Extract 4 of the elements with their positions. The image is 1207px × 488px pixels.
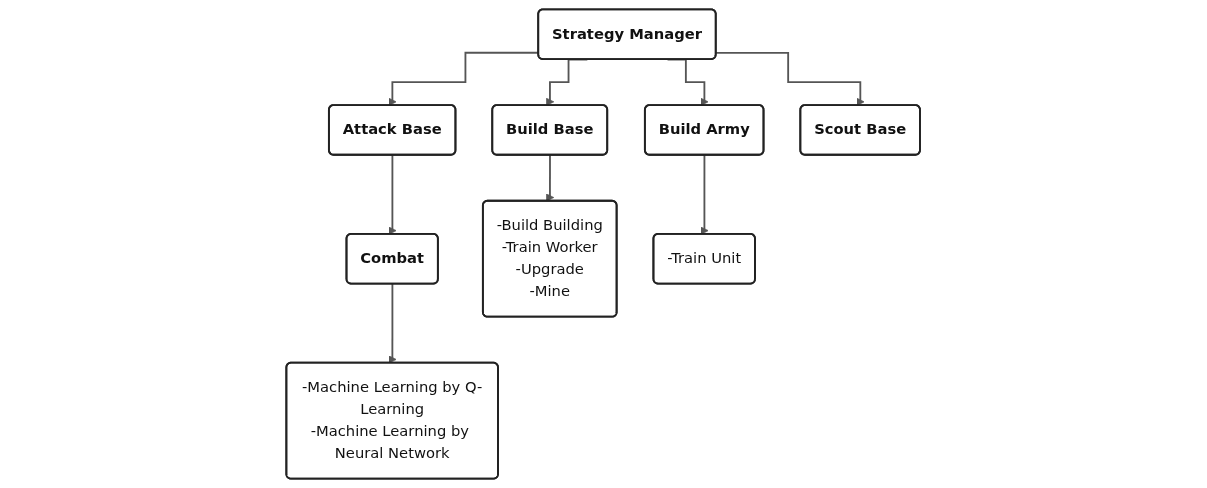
- arrow: [388, 283, 397, 364]
- arrow: [388, 154, 397, 235]
- arrow: [546, 154, 555, 202]
- arrow: [700, 154, 709, 235]
